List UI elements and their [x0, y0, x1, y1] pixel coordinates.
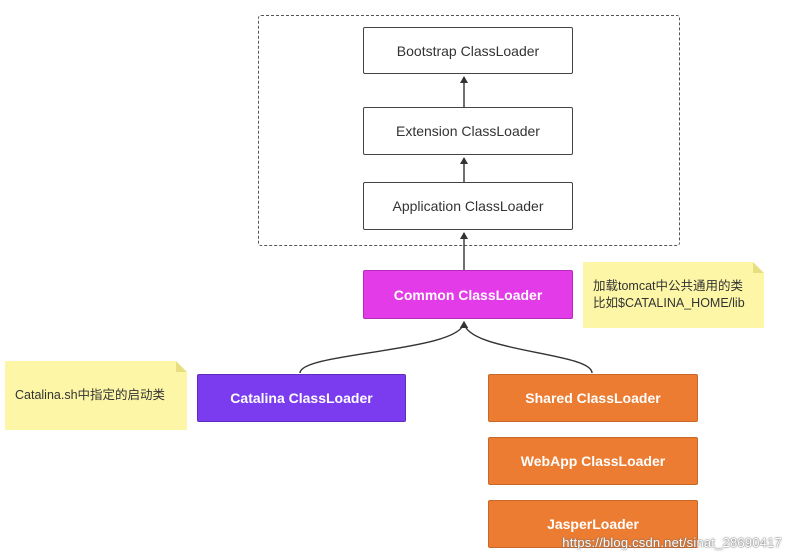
bootstrap-classloader-node: Bootstrap ClassLoader	[363, 27, 573, 74]
common-classloader-node: Common ClassLoader	[363, 270, 573, 319]
arrow-shared-to-common	[460, 321, 593, 374]
shared-classloader-node: Shared ClassLoader	[488, 374, 698, 422]
catalina-note-text: Catalina.sh中指定的启动类	[15, 388, 166, 402]
jvm-loaders-group	[258, 15, 680, 246]
arrow-catalina-to-common	[299, 321, 468, 374]
jasper-loader-node: JasperLoader	[488, 500, 698, 548]
catalina-classloader-node: Catalina ClassLoader	[197, 374, 406, 422]
application-classloader-node: Application ClassLoader	[363, 182, 573, 230]
common-note-line-2: 比如$CATALINA_HOME/lib	[593, 296, 745, 310]
common-classloader-note: 加载tomcat中公共通用的类 比如$CATALINA_HOME/lib	[583, 262, 764, 328]
catalina-classloader-note: Catalina.sh中指定的启动类	[5, 361, 187, 430]
common-note-line-1: 加载tomcat中公共通用的类	[593, 279, 744, 293]
watermark-url: https://blog.csdn.net/sinat_28690417	[562, 535, 782, 550]
extension-classloader-node: Extension ClassLoader	[363, 107, 573, 155]
webapp-classloader-node: WebApp ClassLoader	[488, 437, 698, 485]
